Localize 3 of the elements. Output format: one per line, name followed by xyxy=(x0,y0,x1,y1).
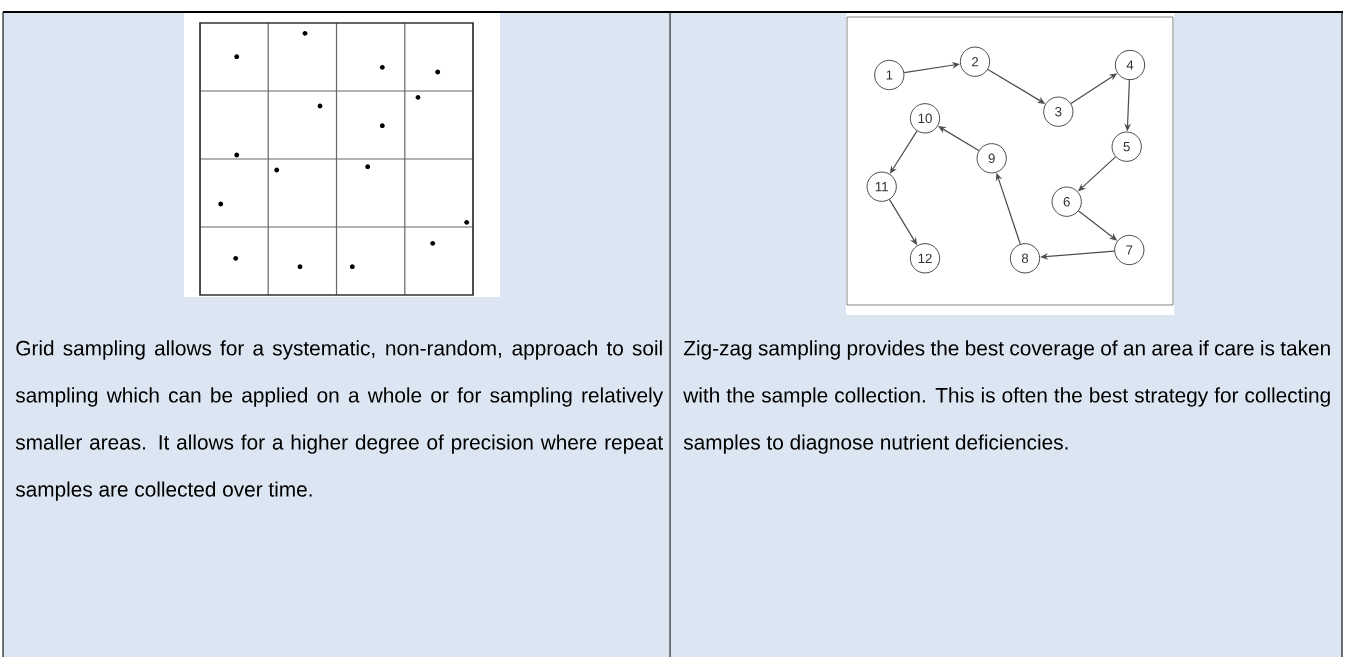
paragraph: Grid sampling allows for a systematic, non-random, approach to soil sampling which can be applied on a whole or for sampling relatively smaller areas. It allows for a higher degree of precision where repeat samples are collected over time. xyxy=(15,340,664,501)
paragraph: Zig-zag sampling provides the best coverage of an area if care is taken with the sample collection. This is often the best strategy for collecting samples to diagnose nutrient deficiencies. xyxy=(683,340,1330,454)
arrow xyxy=(938,126,980,152)
